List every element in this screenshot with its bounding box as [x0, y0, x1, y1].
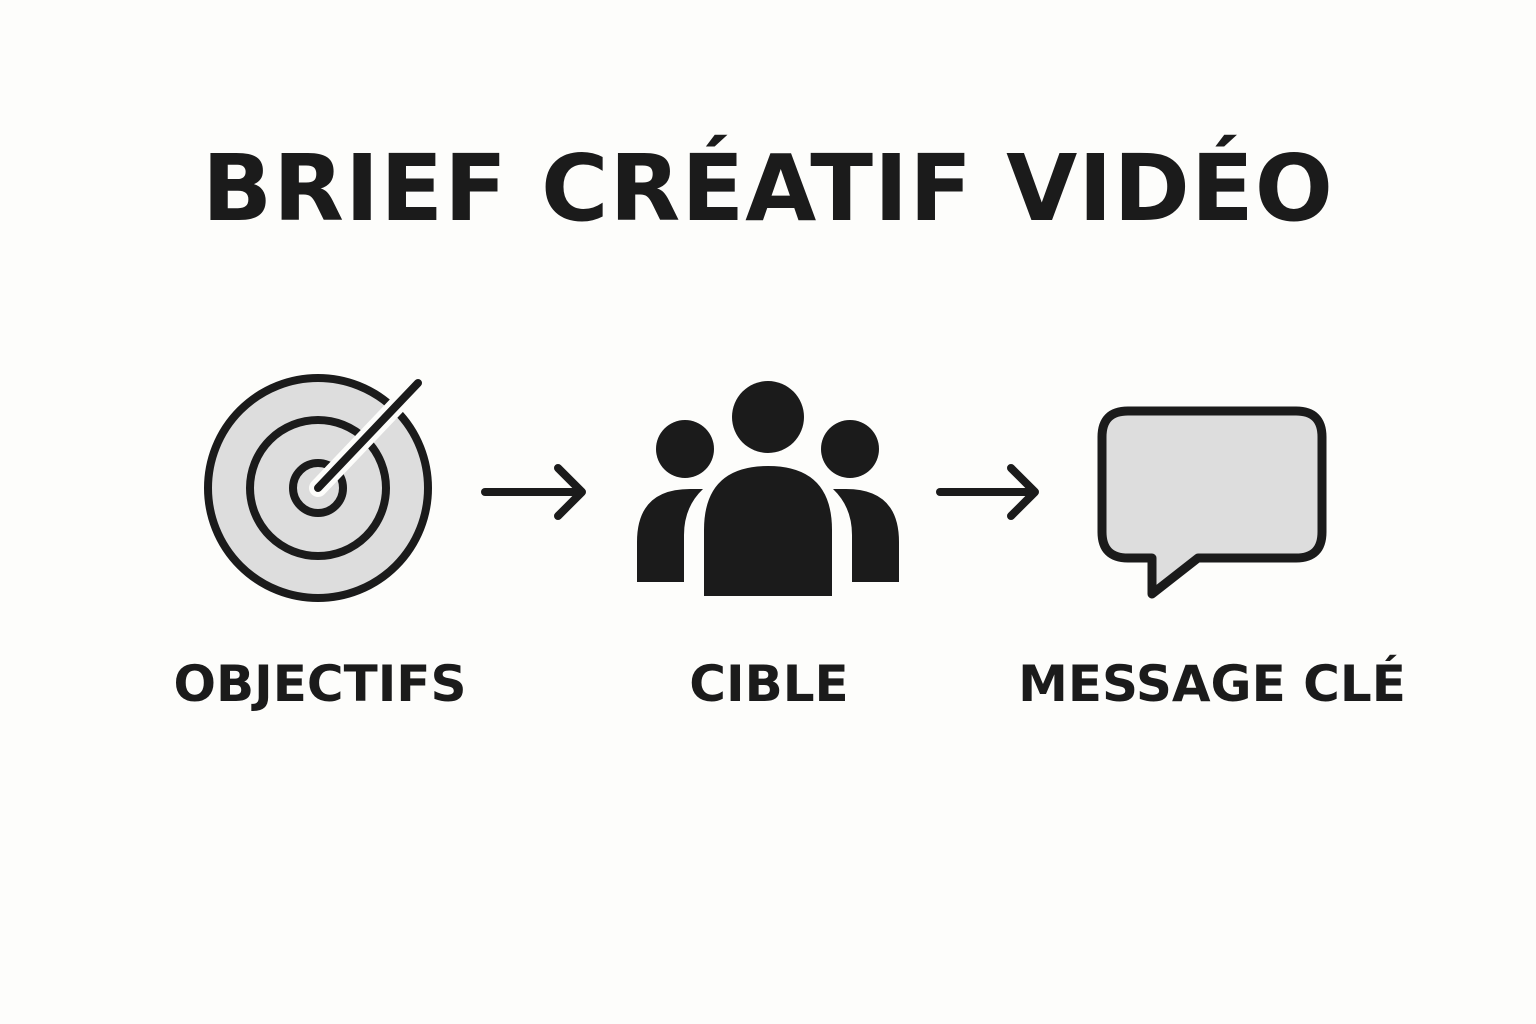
arrow-right-icon	[481, 464, 586, 520]
arrow-right-icon	[936, 464, 1039, 520]
step-label-key-message: MESSAGE CLÉ	[1018, 655, 1406, 713]
step-label-objectives: OBJECTIFS	[173, 655, 467, 713]
target-icon	[204, 374, 432, 602]
speech-bubble-icon	[1097, 406, 1327, 599]
step-label-target-audience: CIBLE	[689, 655, 849, 713]
group-icon	[637, 381, 899, 596]
diagram-title: BRIEF CRÉATIF VIDÉO	[202, 135, 1334, 242]
